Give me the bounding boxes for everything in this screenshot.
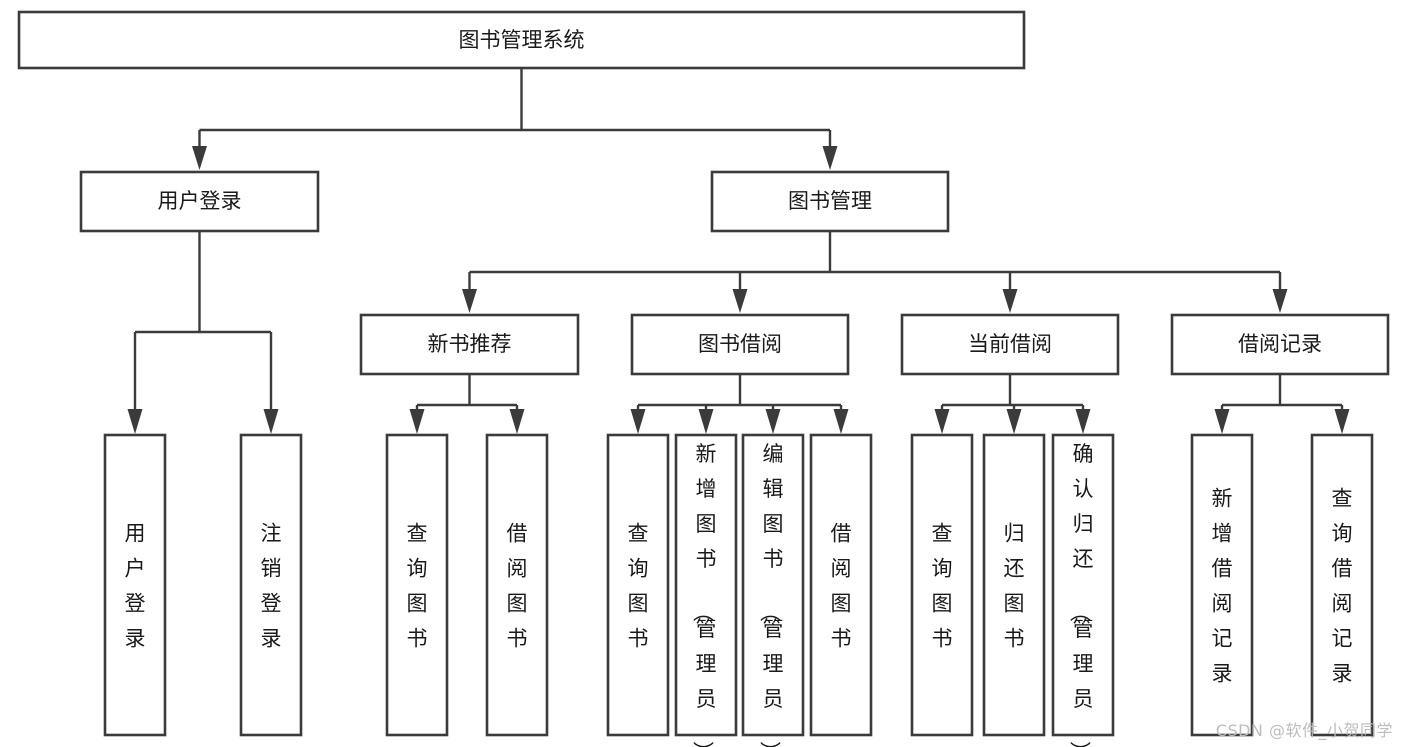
node-leaf-borrow-book-box[interactable]: [809, 433, 873, 737]
node-book-management[interactable]: 图书管理: [710, 170, 950, 233]
node-leaf-query-book-current-label: 查询图书: [932, 522, 953, 651]
node-current-borrow-box[interactable]: [900, 313, 1120, 376]
node-new-book-recommend-box[interactable]: [359, 313, 580, 376]
node-borrow-record[interactable]: 借阅记录: [1170, 313, 1390, 376]
node-leaf-borrow-book-label: 借阅图书: [831, 522, 852, 651]
node-leaf-user-login-box[interactable]: [103, 433, 167, 737]
node-leaf-borrow-book[interactable]: 借阅图书: [809, 433, 873, 737]
node-leaf-confirm-return-admin-label: 确认归还（管理员）: [1068, 442, 1094, 747]
node-leaf-logout-box[interactable]: [239, 433, 303, 737]
node-leaf-confirm-return-admin-box[interactable]: [1051, 433, 1115, 737]
node-leaf-query-book-current-box[interactable]: [910, 433, 974, 737]
arrow-borrow-record-leaf-2: [1334, 409, 1350, 434]
arrow-bm-to-new-book-recommend: [462, 289, 477, 313]
node-leaf-return-book-label: 归还图书: [1004, 522, 1025, 651]
node-leaf-add-book-admin-box[interactable]: [674, 433, 738, 737]
node-leaf-logout-label: 注销登录: [261, 522, 282, 651]
node-leaf-add-borrow-record-label: 新增借阅记录: [1212, 487, 1233, 686]
node-leaf-add-borrow-record[interactable]: 新增借阅记录: [1190, 433, 1254, 737]
arrow-new-book-leaf-1: [409, 409, 425, 434]
node-book-management-box[interactable]: [710, 170, 950, 233]
arrow-book-borrow-leaf-3: [765, 409, 781, 434]
arrow-borrow-record-leaf-1: [1214, 409, 1230, 434]
node-book-borrow-label: 图书借阅: [698, 332, 782, 356]
arrow-current-borrow-leaf-2: [1006, 409, 1022, 434]
node-book-management-label: 图书管理: [788, 189, 872, 213]
connector-layer: [127, 68, 1350, 434]
csdn-watermark: CSDN @软件_小贺同学: [1215, 721, 1393, 740]
node-root-box[interactable]: [17, 10, 1026, 70]
node-leaf-confirm-return-admin[interactable]: 确认归还（管理员）: [1051, 433, 1115, 747]
node-leaf-add-book-admin[interactable]: 新增图书（管理员）: [674, 433, 738, 747]
node-current-borrow-label: 当前借阅: [968, 332, 1052, 356]
node-user-login-label: 用户登录: [158, 189, 242, 213]
node-leaf-query-book[interactable]: 查询图书: [606, 433, 670, 737]
arrow-root-to-book-management: [822, 146, 838, 170]
node-root-label: 图书管理系统: [459, 28, 585, 52]
arrow-current-borrow-leaf-3: [1075, 409, 1091, 434]
node-book-borrow[interactable]: 图书借阅: [630, 313, 850, 376]
arrow-book-borrow-leaf-2: [698, 409, 714, 434]
arrow-bm-to-book-borrow: [732, 289, 748, 313]
node-leaf-query-book-label: 查询图书: [628, 522, 649, 651]
node-leaf-return-book[interactable]: 归还图书: [982, 433, 1046, 737]
arrow-user-login-leaf-2: [263, 409, 279, 434]
node-user-login[interactable]: 用户登录: [79, 170, 320, 233]
node-current-borrow[interactable]: 当前借阅: [900, 313, 1120, 376]
node-borrow-record-label: 借阅记录: [1238, 332, 1322, 356]
node-user-login-box[interactable]: [79, 170, 320, 233]
node-leaf-query-borrow-record-box[interactable]: [1310, 433, 1374, 737]
node-new-book-recommend-label: 新书推荐: [428, 332, 512, 356]
arrow-bm-to-current-borrow: [1002, 289, 1018, 313]
node-leaf-query-book-box[interactable]: [606, 433, 670, 737]
node-leaf-query-book-current[interactable]: 查询图书: [910, 433, 974, 737]
node-root[interactable]: 图书管理系统: [17, 10, 1026, 70]
arrow-current-borrow-leaf-1: [934, 409, 950, 434]
arrow-new-book-leaf-2: [509, 409, 525, 434]
arrow-user-login-leaf-1: [127, 409, 143, 434]
arrow-book-borrow-leaf-1: [630, 409, 646, 434]
node-leaf-borrow-book-recommend-box[interactable]: [485, 433, 549, 737]
arrow-book-borrow-leaf-4: [833, 409, 849, 434]
node-leaf-query-book-recommend[interactable]: 查询图书: [385, 433, 449, 737]
arrow-root-to-user-login: [192, 146, 207, 170]
node-borrow-record-box[interactable]: [1170, 313, 1390, 376]
node-leaf-add-borrow-record-box[interactable]: [1190, 433, 1254, 737]
node-leaf-edit-book-admin[interactable]: 编辑图书（管理员）: [741, 433, 805, 747]
node-book-borrow-box[interactable]: [630, 313, 850, 376]
node-leaf-logout[interactable]: 注销登录: [239, 433, 303, 737]
node-leaf-query-borrow-record[interactable]: 查询借阅记录: [1310, 433, 1374, 737]
node-leaf-query-borrow-record-label: 查询借阅记录: [1332, 487, 1353, 686]
node-leaf-edit-book-admin-label: 编辑图书（管理员）: [758, 442, 784, 747]
node-leaf-user-login-label: 用户登录: [125, 522, 146, 651]
arrow-bm-to-borrow-record: [1272, 289, 1288, 313]
node-leaf-add-book-admin-label: 新增图书（管理员）: [691, 442, 717, 747]
node-new-book-recommend[interactable]: 新书推荐: [359, 313, 580, 376]
node-leaf-edit-book-admin-box[interactable]: [741, 433, 805, 737]
node-leaf-query-book-recommend-box[interactable]: [385, 433, 449, 737]
node-leaf-user-login[interactable]: 用户登录: [103, 433, 167, 737]
node-layer: 图书管理系统 用户登录 图书管理 新书推荐 图书借阅 当前借阅 借阅记录: [17, 10, 1390, 747]
node-leaf-return-book-box[interactable]: [982, 433, 1046, 737]
node-leaf-query-book-recommend-label: 查询图书: [407, 522, 428, 651]
node-leaf-borrow-book-recommend[interactable]: 借阅图书: [485, 433, 549, 737]
node-leaf-borrow-book-recommend-label: 借阅图书: [507, 522, 528, 651]
